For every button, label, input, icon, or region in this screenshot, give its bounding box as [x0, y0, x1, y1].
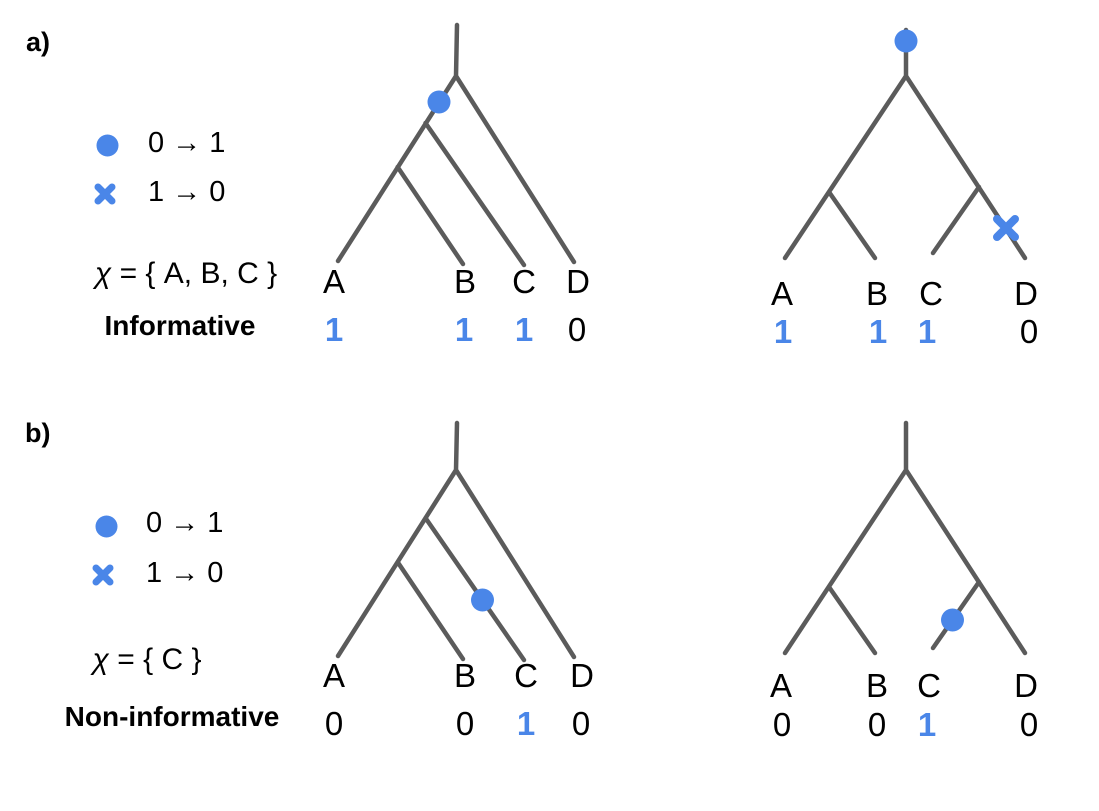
leaf-label: D — [1014, 667, 1038, 704]
leaf-label: A — [770, 275, 793, 312]
leaf-state: 0 — [571, 705, 591, 742]
leaf-label: C — [919, 275, 943, 312]
leaf-label: A — [322, 263, 345, 300]
character-set-label: χ = { C } — [17, 643, 277, 676]
chi-symbol: χ — [94, 257, 112, 290]
gain-circle-icon — [96, 134, 119, 157]
leaf-state: 1 — [324, 311, 344, 348]
leaf-label: B — [865, 667, 888, 704]
panel-b-label: b) — [25, 418, 51, 448]
leaf-state: 1 — [454, 311, 474, 348]
gain-marker-icon — [471, 588, 494, 612]
leaf-state: 0 — [324, 705, 344, 742]
legend-loss-label: 1 → 0 — [146, 557, 224, 589]
leaf-state: 0 — [1019, 706, 1039, 743]
leaf-label: B — [865, 275, 888, 312]
legend-loss-label: 1 → 0 — [148, 176, 226, 208]
character-set-definition: = { A, B, C } — [119, 257, 278, 290]
leaf-label: D — [570, 657, 594, 694]
classification-label: Non-informative — [64, 701, 280, 732]
gain-marker-icon — [941, 608, 964, 632]
tree-a-balanced — [782, 27, 1028, 261]
leaf-state: 0 — [867, 706, 887, 743]
leaf-state: 0 — [567, 311, 587, 348]
leaf-label: A — [769, 667, 792, 704]
leaf-label: D — [1014, 275, 1038, 312]
leaf-label: B — [453, 263, 476, 300]
leaf-label: D — [566, 263, 590, 300]
leaf-state: 1 — [917, 706, 937, 743]
leaf-state: 1 — [516, 705, 536, 742]
gain-circle-icon — [95, 515, 118, 538]
leaf-state: 1 — [868, 313, 888, 350]
panel-a-label: a) — [26, 27, 51, 57]
legend-gain-label: 0 → 1 — [148, 127, 226, 159]
character-set-definition: = { C } — [117, 643, 202, 676]
leaf-label: A — [322, 657, 345, 694]
leaf-label: C — [514, 657, 538, 694]
gain-marker-icon — [427, 90, 451, 114]
loss-cross-icon — [92, 564, 114, 586]
leaf-state: 0 — [455, 705, 475, 742]
tree-b-balanced — [782, 420, 1028, 656]
tree-a-caterpillar — [335, 22, 577, 268]
leaf-label: C — [917, 667, 941, 704]
leaf-state: 1 — [514, 311, 534, 348]
character-set-label: χ = { A, B, C } — [56, 257, 316, 290]
loss-cross-icon — [94, 183, 116, 205]
leaf-state: 0 — [772, 706, 792, 743]
leaf-label: B — [453, 657, 476, 694]
leaf-label: C — [512, 263, 536, 300]
chi-symbol: χ — [92, 643, 109, 676]
loss-marker-icon — [993, 215, 1019, 241]
tree-b-caterpillar — [335, 420, 577, 663]
legend-gain-label: 0 → 1 — [146, 507, 224, 539]
leaf-state: 0 — [1019, 313, 1039, 350]
leaf-state: 1 — [917, 313, 937, 350]
classification-label: Informative — [104, 310, 256, 341]
leaf-state: 1 — [773, 313, 793, 350]
gain-marker-icon — [894, 29, 918, 53]
